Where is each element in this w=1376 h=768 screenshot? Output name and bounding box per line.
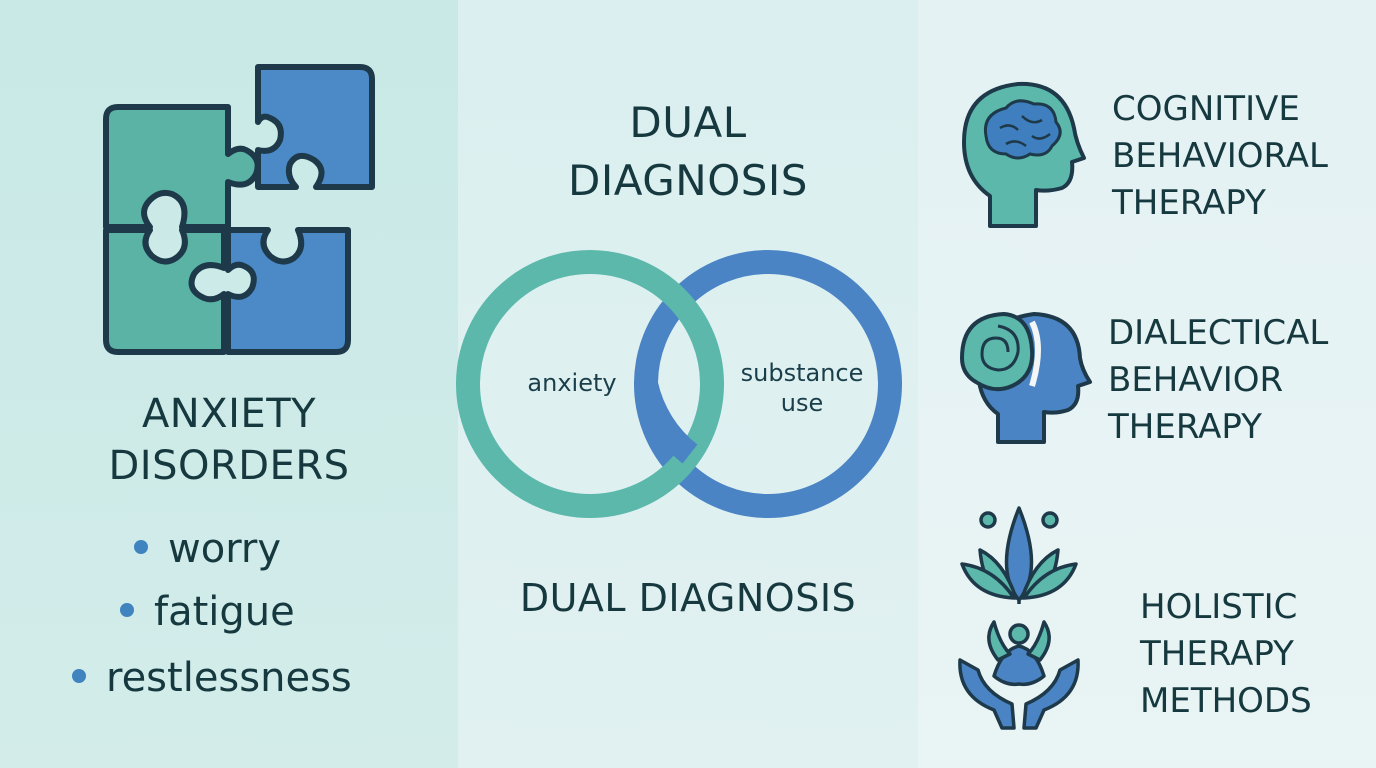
- venn-diagram: [456, 250, 902, 518]
- bullet-item: worry: [134, 526, 281, 572]
- therapy-holistic-label: HOLISTIC THERAPY METHODS: [1140, 584, 1312, 725]
- bullet-item: fatigue: [120, 589, 295, 635]
- therapy-cbt-label: COGNITIVE BEHAVIORAL THERAPY: [1112, 86, 1328, 227]
- dual-title-line1: DUAL: [629, 98, 747, 147]
- anxiety-title: ANXIETY DISORDERS: [0, 388, 458, 492]
- venn-circle-anxiety: [456, 250, 724, 518]
- therapy-line: METHODS: [1140, 681, 1312, 721]
- therapy-line: BEHAVIOR: [1108, 360, 1284, 400]
- puzzle-icon: [103, 64, 375, 355]
- venn-label-substance-line2: use: [780, 389, 824, 417]
- dual-diagnosis-title: DUAL DIAGNOSIS: [458, 94, 918, 210]
- mind-head-icon: [959, 311, 1092, 444]
- bullet-text: fatigue: [154, 589, 295, 635]
- venn-overlap-arc: [634, 381, 698, 464]
- venn-label-substance: substance use: [732, 358, 872, 418]
- anxiety-title-line1: ANXIETY: [141, 391, 317, 437]
- therapies-panel: COGNITIVE BEHAVIORAL THERAPY DIALECTICAL…: [918, 0, 1376, 768]
- anxiety-panel: ANXIETY DISORDERS worry fatigue restless…: [0, 0, 458, 768]
- dual-diagnosis-caption: DUAL DIAGNOSIS: [519, 576, 857, 620]
- therapy-line: THERAPY: [1112, 183, 1266, 223]
- venn-label-anxiety: anxiety: [527, 369, 617, 397]
- bullet-text: restlessness: [106, 655, 352, 701]
- bullet-item: restlessness: [72, 655, 352, 701]
- therapy-line: DIALECTICAL: [1108, 313, 1329, 353]
- brain-head-icon: [962, 81, 1086, 228]
- bullet-text: worry: [168, 526, 282, 572]
- dual-diagnosis-panel: DUAL DIAGNOSIS anxiety substance use DUA…: [456, 0, 918, 768]
- venn-label-substance-line1: substance: [740, 359, 864, 387]
- therapy-line: HOLISTIC: [1140, 587, 1298, 627]
- therapy-dbt-label: DIALECTICAL BEHAVIOR THERAPY: [1108, 310, 1328, 451]
- therapy-line: THERAPY: [1140, 634, 1294, 674]
- therapy-line: COGNITIVE: [1112, 89, 1300, 129]
- therapy-line: THERAPY: [1108, 407, 1262, 447]
- bullet-dot-icon: [134, 540, 148, 554]
- dual-title-line2: DIAGNOSIS: [568, 156, 808, 205]
- bullet-dot-icon: [120, 603, 134, 617]
- lotus-meditation-icon: [958, 506, 1080, 730]
- bullet-dot-icon: [72, 669, 86, 683]
- anxiety-title-line2: DISORDERS: [108, 443, 350, 489]
- therapy-line: BEHAVIORAL: [1112, 136, 1328, 176]
